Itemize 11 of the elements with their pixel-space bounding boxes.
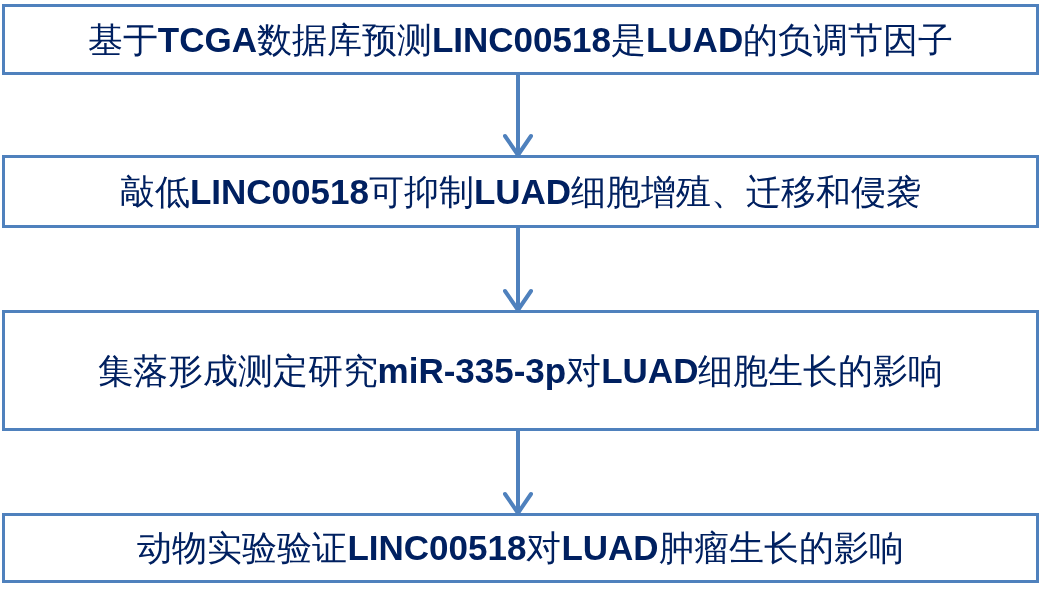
process-box bbox=[2, 513, 1039, 583]
arrow bbox=[503, 75, 533, 157]
step-text: 集落形成测定研究miR-335-3p对LUAD细胞生长的影响 bbox=[97, 349, 944, 392]
process-box bbox=[2, 155, 1039, 228]
arrow bbox=[503, 228, 533, 312]
step-text: 敲低LINC00518可抑制LUAD细胞增殖、迁移和侵袭 bbox=[119, 170, 922, 213]
process-box bbox=[2, 310, 1039, 431]
process-box bbox=[2, 4, 1039, 75]
step-text: 动物实验验证LINC00518对LUAD肿瘤生长的影响 bbox=[137, 527, 904, 569]
arrow bbox=[503, 431, 533, 515]
step-text: 基于TCGA数据库预测LINC00518是LUAD的负调节因子 bbox=[87, 18, 954, 61]
